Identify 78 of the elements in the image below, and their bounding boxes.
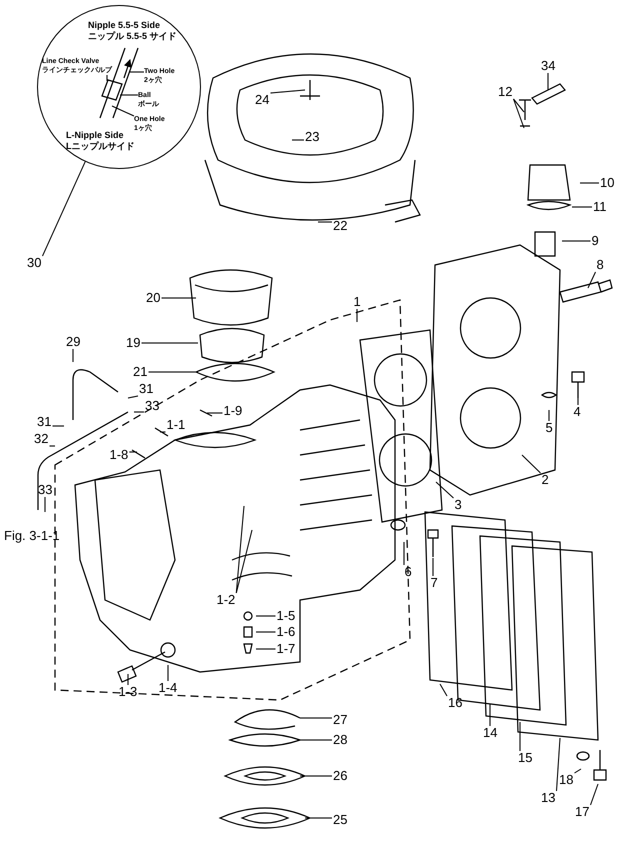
- leader-line: [440, 684, 448, 696]
- figure-label: Fig. 3-1-1: [4, 528, 60, 543]
- leader-line: [72, 348, 74, 362]
- callout-number: 16: [447, 696, 464, 710]
- callout-number: 34: [540, 59, 556, 73]
- callout-number: 1-5: [276, 609, 296, 623]
- callout-number: 31: [36, 415, 52, 429]
- leader-line: [548, 410, 550, 422]
- callout-number: 1: [352, 295, 362, 309]
- callout-number: 25: [332, 813, 348, 827]
- callout-number: 20: [145, 291, 162, 305]
- callout-number: 8: [596, 258, 605, 272]
- leader-line: [236, 530, 252, 594]
- leader-line: [556, 738, 560, 792]
- callout-number: 22: [332, 219, 348, 233]
- caption-text: Lニップルサイド: [66, 141, 134, 152]
- callout-number: 9: [590, 234, 600, 248]
- callout-number: 26: [332, 769, 348, 783]
- leader-line: [522, 454, 541, 474]
- callout-number: 1-4: [158, 681, 178, 695]
- callout-number: 7: [430, 576, 439, 590]
- callout-number: 19: [125, 336, 142, 350]
- callout-number: 30: [26, 256, 42, 270]
- leader-line: [572, 206, 592, 208]
- callout-number: 1-6: [276, 625, 296, 639]
- leader-line: [432, 558, 434, 576]
- leader-line: [590, 784, 598, 806]
- detail-inset: [37, 5, 201, 169]
- caption-text: ニップル 5.5-5 サイド: [88, 31, 177, 42]
- callout-number: 29: [65, 335, 82, 349]
- leader-line: [256, 648, 276, 650]
- callout-number: 1-8: [108, 448, 130, 462]
- callout-number: 1-2: [216, 593, 236, 607]
- callout-number: 10: [599, 176, 616, 190]
- leader-line: [270, 90, 306, 94]
- leader-line: [580, 182, 600, 184]
- caption-text: L-Nipple Side: [66, 130, 124, 141]
- callout-number: 23: [304, 130, 320, 144]
- leader-line: [42, 161, 86, 256]
- leader-line: [574, 768, 582, 774]
- callout-number: 2: [540, 473, 550, 487]
- leader-line: [513, 98, 524, 128]
- callout-number: 17: [574, 805, 590, 819]
- callout-number: 1-1: [166, 418, 186, 432]
- leader-line: [44, 496, 46, 512]
- leader-line: [106, 74, 108, 82]
- callout-number: 1-7: [276, 642, 296, 656]
- leader-line: [141, 342, 198, 344]
- leader-line: [513, 98, 524, 112]
- caption-text: Nipple 5.5-5 Side: [88, 20, 160, 31]
- callout-number: 6: [404, 565, 413, 579]
- callout-number: 12: [497, 85, 514, 99]
- callout-number: 21: [132, 365, 148, 379]
- callout-number: 1-3: [118, 685, 138, 699]
- callout-number: 14: [482, 726, 498, 740]
- callout-number: 5: [544, 421, 554, 435]
- leader-line: [436, 482, 454, 498]
- leader-line: [120, 94, 138, 96]
- leader-line: [562, 240, 591, 242]
- leader-line: [206, 412, 223, 414]
- callout-number: 32: [33, 432, 50, 446]
- callout-number: 15: [517, 751, 534, 765]
- callout-number: 4: [572, 405, 582, 419]
- leader-line: [588, 272, 596, 288]
- leader-line: [236, 506, 244, 594]
- leader-line: [356, 308, 358, 322]
- callout-number: 13: [540, 791, 556, 805]
- callout-number: 18: [558, 773, 574, 787]
- leader-line: [128, 396, 138, 398]
- callout-number: 28: [332, 733, 348, 747]
- leader-line: [112, 106, 134, 116]
- callout-number: 11: [592, 200, 608, 214]
- callout-number: 24: [254, 93, 270, 107]
- callout-number: 31: [138, 382, 154, 396]
- callout-number: 1-9: [222, 404, 244, 418]
- callout-number: 27: [332, 713, 348, 727]
- callout-number: 3: [454, 498, 463, 512]
- callout-number: 33: [37, 483, 54, 497]
